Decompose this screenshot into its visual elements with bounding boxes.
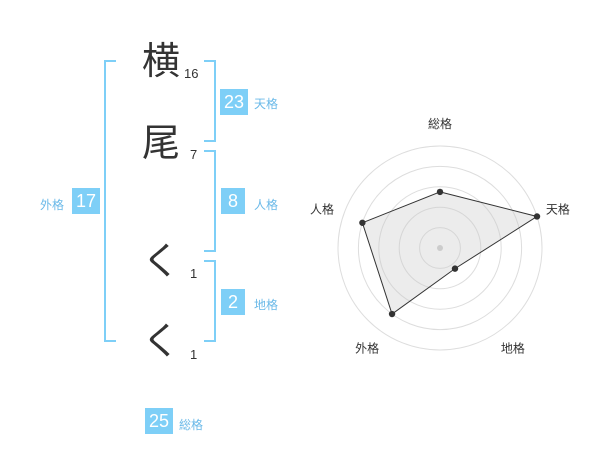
stroke-count-1: 16	[184, 66, 199, 81]
jinkaku-bracket	[204, 150, 216, 252]
gaikaku-value: 17	[72, 188, 100, 214]
radar-point-1	[436, 188, 444, 196]
radar-point-3	[451, 265, 459, 272]
stroke-count-2: 7	[190, 147, 198, 162]
tenkaku-label: 天格	[254, 97, 279, 111]
tenkaku-value: 23	[220, 89, 248, 115]
radar-point-5	[359, 219, 366, 226]
radar-axis-label-1: 総格	[428, 116, 452, 131]
radar-axis-label-3: 地格	[501, 340, 525, 355]
radar-point-4	[388, 310, 396, 318]
radar-ring-3	[378, 186, 502, 310]
stroke-count-4: 1	[190, 347, 198, 362]
stroke-count-3: 1	[190, 266, 198, 281]
radar-point-2	[533, 213, 541, 220]
radar-polygon	[361, 191, 539, 315]
gaikaku-bracket	[104, 60, 116, 342]
radar-axis-label-2: 天格	[546, 202, 570, 217]
radar-ring-2	[398, 206, 482, 290]
chikaku-label: 地格	[254, 298, 279, 312]
name-char-2: 尾	[142, 121, 181, 165]
radar-center	[437, 245, 443, 251]
soukaku-value: 25	[145, 408, 173, 434]
chikaku-value: 2	[221, 289, 245, 315]
radar-ring-1	[419, 227, 461, 269]
radar-axis-label-4: 外格	[355, 340, 379, 355]
name-char-1: 横	[142, 39, 181, 83]
name-char-3: く	[142, 239, 181, 283]
tenkaku-bracket	[204, 60, 216, 142]
name-char-4: く	[142, 319, 181, 363]
jinkaku-value: 8	[221, 188, 245, 214]
radar-ring-4	[357, 165, 523, 331]
chikaku-bracket	[204, 260, 216, 342]
soukaku-label: 総格	[179, 418, 204, 432]
radar-axis-label-5: 人格	[310, 202, 334, 217]
gaikaku-label: 外格	[40, 198, 65, 212]
jinkaku-label: 人格	[254, 198, 279, 212]
